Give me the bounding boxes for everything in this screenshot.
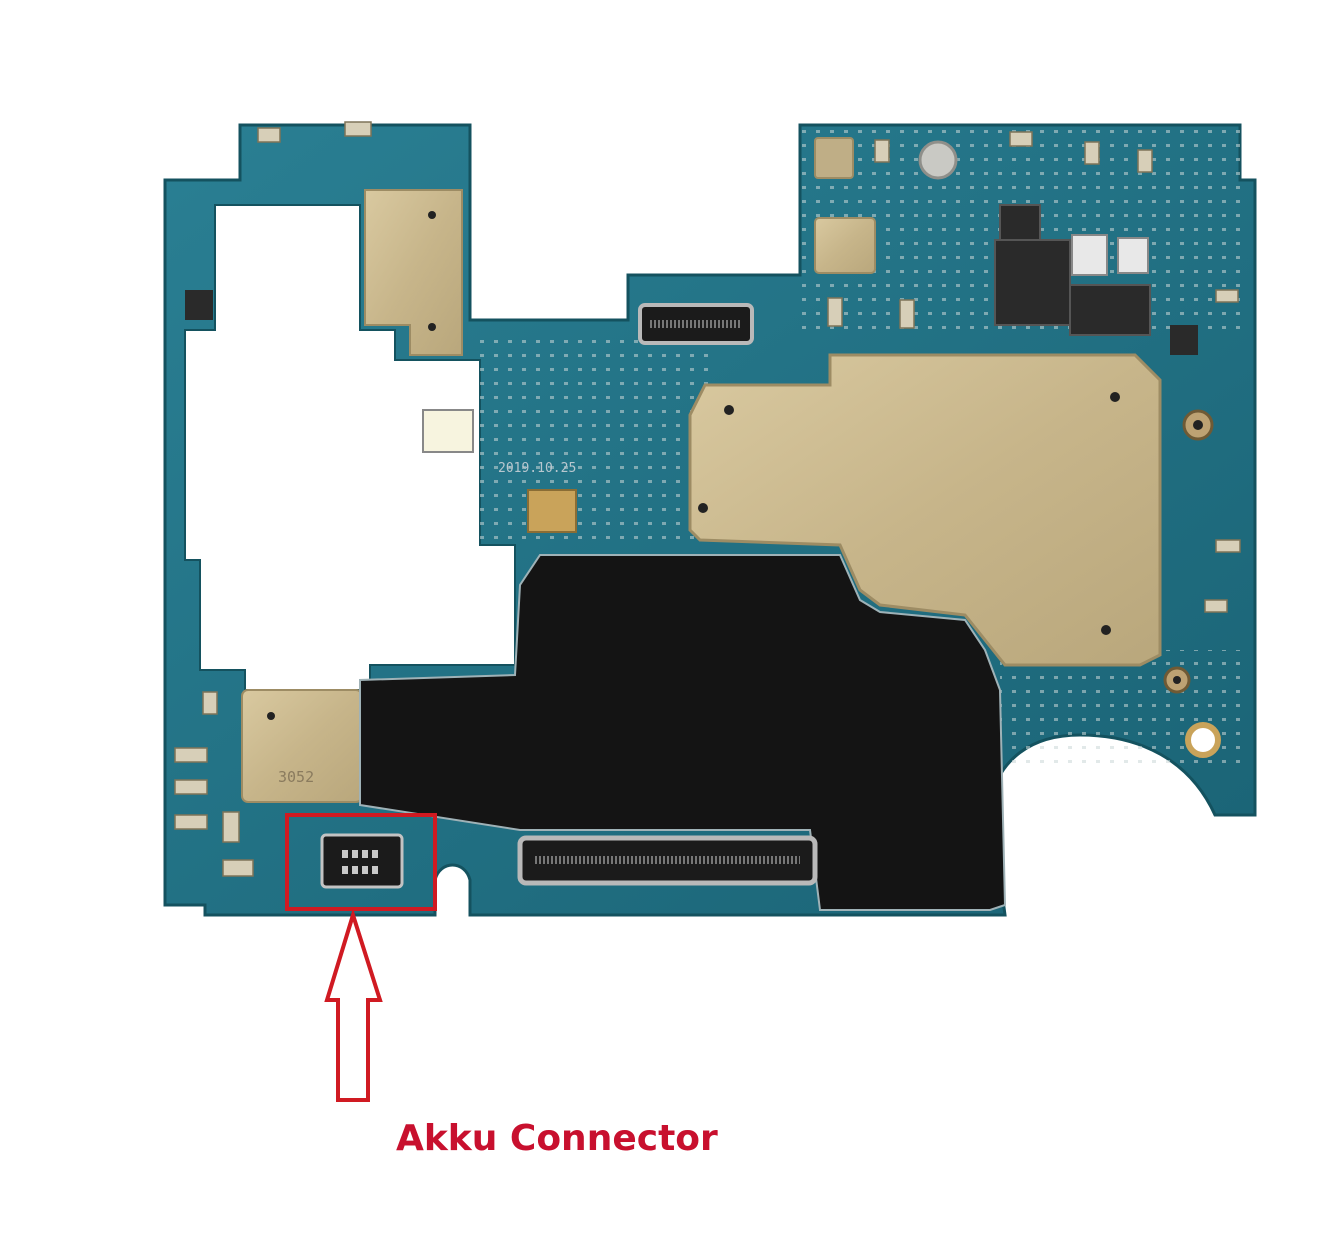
- shield-small: [814, 217, 876, 274]
- pointer-arrow: [324, 908, 383, 1102]
- insulation-tape: [359, 554, 1007, 911]
- battery-connector: [320, 833, 404, 889]
- sensor-chip: [1071, 234, 1108, 276]
- ic-chip: [999, 204, 1041, 241]
- sensor-chip: [1117, 237, 1149, 274]
- shield-main: [688, 353, 1162, 667]
- ic-chip: [1170, 325, 1198, 355]
- shield-code-text: 3052: [278, 768, 314, 786]
- ic-chip: [185, 290, 213, 320]
- pcb-cutout: [184, 204, 516, 691]
- akku-connector-caption: Akku Connector: [396, 1118, 718, 1159]
- battery-connector-highlight: [285, 813, 437, 911]
- ic-chip: [1069, 284, 1151, 336]
- shield-upper-left: [364, 189, 463, 356]
- component-texture: [480, 340, 710, 540]
- pcb-date-code: 2019.10.25: [498, 461, 576, 476]
- ic-chip: [994, 239, 1071, 326]
- mounting-hole: [1185, 722, 1221, 758]
- flash-led: [422, 409, 474, 453]
- smd-components: [174, 121, 1241, 877]
- datamatrix-code: [527, 489, 577, 533]
